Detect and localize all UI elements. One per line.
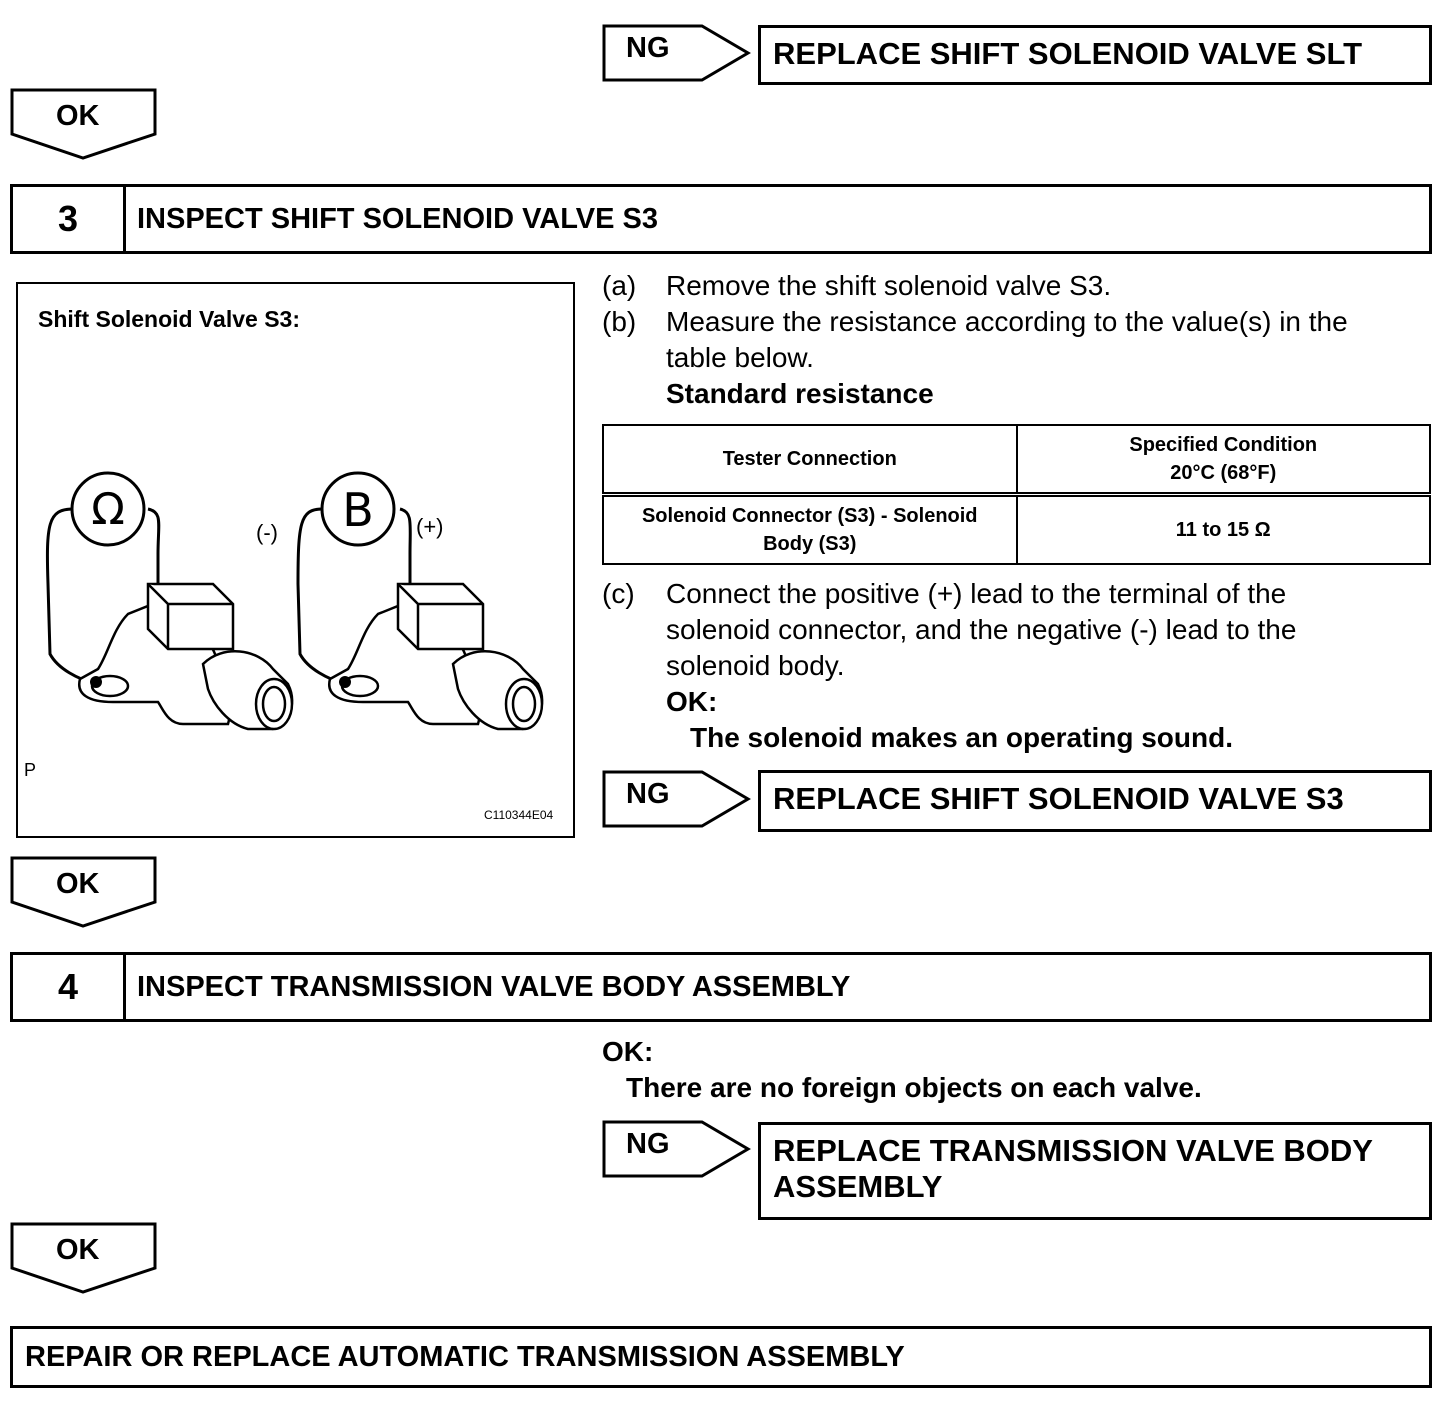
battery-symbol: B: [342, 483, 374, 537]
step-number: 3: [13, 187, 126, 251]
instruction-text: Measure the resistance according to the …: [666, 306, 1348, 337]
ng-label: NG: [626, 1128, 670, 1160]
ok-condition-text: There are no foreign objects on each val…: [626, 1072, 1202, 1103]
ok-down-arrow-icon: [10, 88, 157, 160]
instruction-text: solenoid body.: [666, 650, 845, 681]
ng-label: NG: [626, 778, 670, 810]
instruction-label: (a): [602, 270, 637, 301]
solenoid-figure: Shift Solenoid Valve S3: Ω B: [16, 282, 575, 838]
result-text: REPLACE SHIFT SOLENOID VALVE S3: [773, 781, 1344, 816]
ng-arrow-icon: [602, 1120, 751, 1178]
terminal-dot: [339, 676, 351, 688]
terminal-dot: [90, 676, 102, 688]
ng-arrow-icon: [602, 24, 751, 82]
ok-condition-label: OK:: [602, 1036, 654, 1067]
step-4-header: 4 INSPECT TRANSMISSION VALVE BODY ASSEMB…: [10, 952, 1432, 1022]
ok-down-arrow-icon: [10, 1222, 157, 1294]
result-text: REPLACE TRANSMISSION VALVE BODY: [773, 1133, 1373, 1168]
standard-resistance-heading: Standard resistance: [666, 378, 934, 409]
ohmmeter-icon: [70, 471, 146, 547]
table-header-cell: Tester Connection: [602, 424, 1018, 497]
table-header-row: Tester Connection Specified Condition 20…: [602, 424, 1431, 497]
ng-arrow-tag: NG: [602, 1120, 752, 1178]
result-box-s3: REPLACE SHIFT SOLENOID VALVE S3: [758, 770, 1432, 832]
solenoid-illustration: Ω B: [45, 471, 544, 731]
instruction-text: Connect the positive (+) lead to the ter…: [666, 578, 1287, 609]
figure-caption: Shift Solenoid Valve S3:: [38, 306, 301, 332]
table-header-cell: Specified Condition 20°C (68°F): [1015, 424, 1431, 497]
positive-label: (+): [416, 514, 444, 539]
ok-arrow-tag: OK: [10, 1222, 158, 1294]
step-3-header: 3 INSPECT SHIFT SOLENOID VALVE S3: [10, 184, 1432, 254]
ng-arrow-tag: NG: [602, 24, 752, 82]
table-row: Solenoid Connector (S3) - Solenoid Body …: [602, 493, 1431, 565]
result-box-slt: REPLACE SHIFT SOLENOID VALVE SLT: [758, 25, 1432, 85]
figure-id: C110344E04: [484, 808, 554, 822]
step-title: INSPECT SHIFT SOLENOID VALVE S3: [137, 203, 658, 235]
ng-arrow-tag: NG: [602, 770, 752, 828]
table-cell: Solenoid Connector (S3) - Solenoid Body …: [602, 493, 1018, 565]
negative-label: (-): [256, 520, 278, 545]
result-text: ASSEMBLY: [773, 1169, 943, 1204]
solenoid-valve-left: [78, 582, 294, 731]
result-text: REPLACE SHIFT SOLENOID VALVE SLT: [773, 36, 1363, 71]
final-action-text: REPAIR OR REPLACE AUTOMATIC TRANSMISSION…: [25, 1341, 905, 1373]
step-title: INSPECT TRANSMISSION VALVE BODY ASSEMBLY: [137, 971, 851, 1003]
instruction-label: (c): [602, 578, 635, 609]
ohm-symbol: Ω: [91, 484, 125, 535]
ok-arrow-tag: OK: [10, 88, 158, 160]
corner-label: P: [24, 760, 37, 780]
ng-arrow-icon: [602, 770, 751, 828]
table-cell: 11 to 15 Ω: [1015, 493, 1431, 565]
instruction-text: solenoid connector, and the negative (-)…: [666, 614, 1297, 645]
instruction-text: Remove the shift solenoid valve S3.: [666, 270, 1112, 301]
ok-label: OK: [56, 100, 100, 132]
ok-condition-text: The solenoid makes an operating sound.: [690, 722, 1233, 753]
ok-condition-label: OK:: [666, 686, 718, 717]
ng-label: NG: [626, 32, 670, 64]
ok-label: OK: [56, 1234, 100, 1266]
result-box-valve-body: REPLACE TRANSMISSION VALVE BODY ASSEMBLY: [758, 1122, 1432, 1220]
resistance-table: Tester Connection Specified Condition 20…: [602, 424, 1431, 565]
ok-down-arrow-icon: [10, 856, 157, 928]
instruction-label: (b): [602, 306, 637, 337]
ok-label: OK: [56, 868, 100, 900]
instruction-text: table below.: [666, 342, 814, 373]
solenoid-valve-right: [328, 582, 544, 731]
final-action-box: REPAIR OR REPLACE AUTOMATIC TRANSMISSION…: [10, 1326, 1432, 1388]
battery-icon: [320, 471, 396, 547]
step-number: 4: [13, 955, 126, 1019]
ok-arrow-tag: OK: [10, 856, 158, 928]
